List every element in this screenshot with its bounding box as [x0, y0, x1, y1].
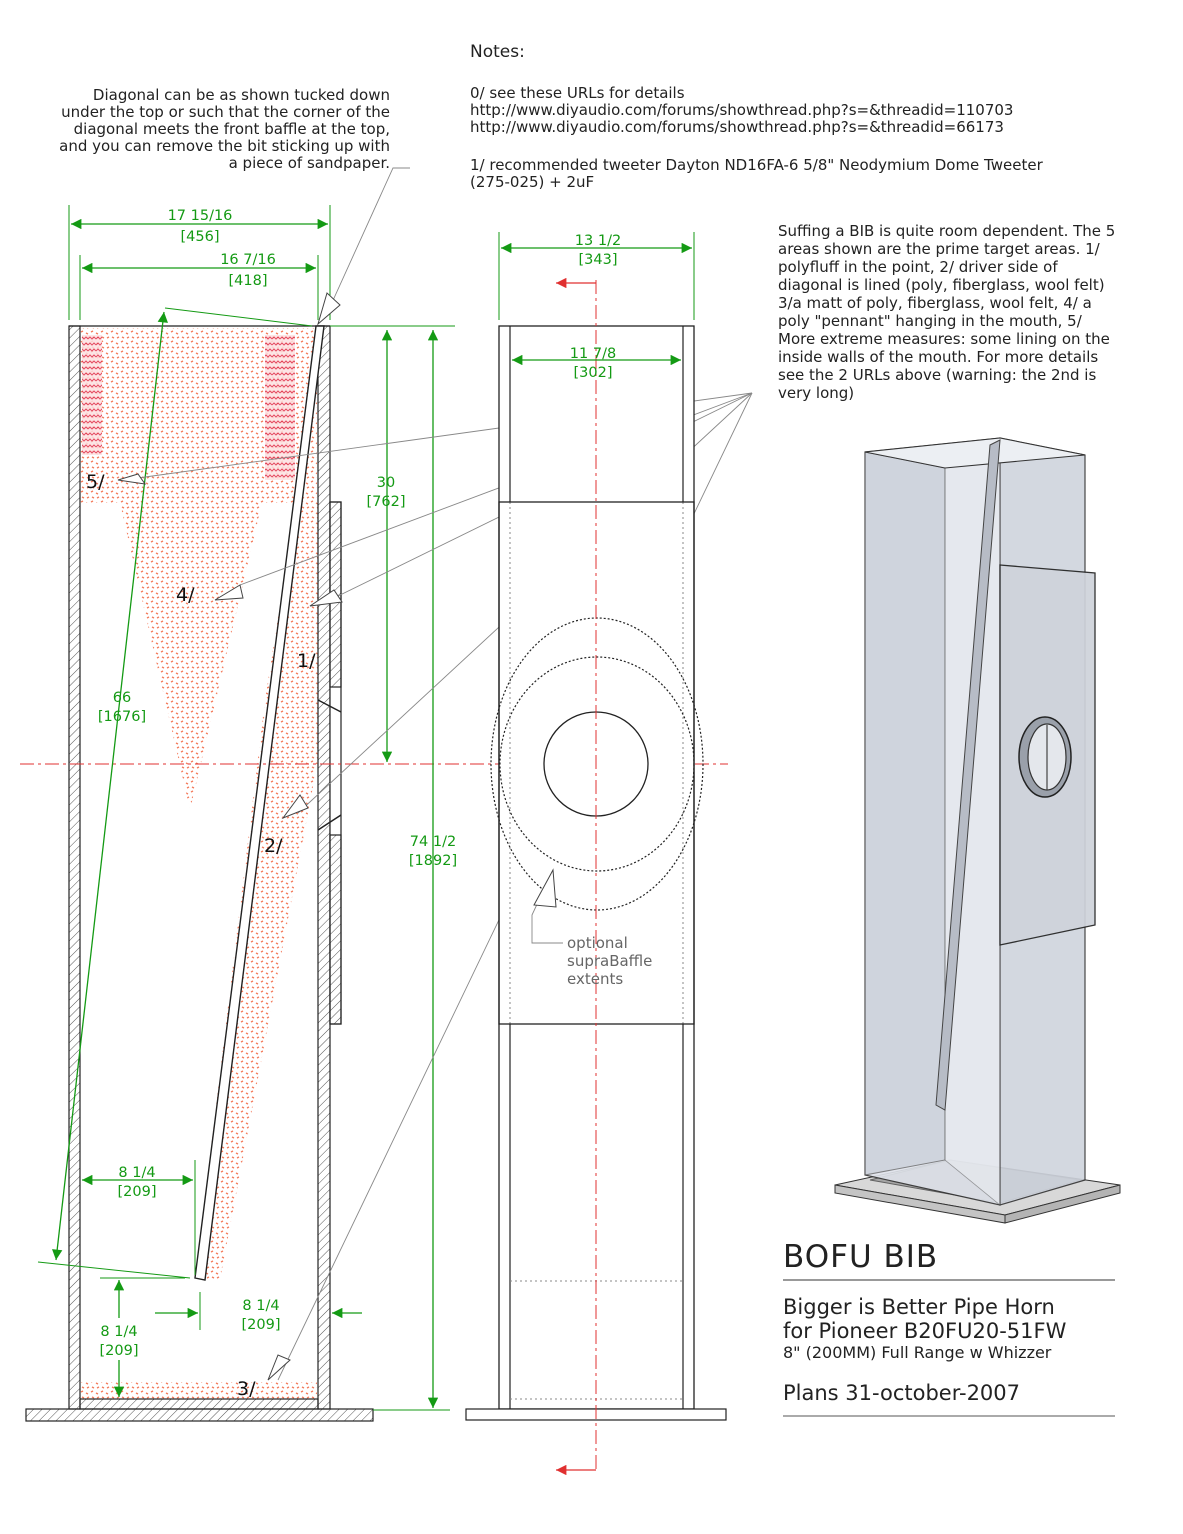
notes-line-1b: (275-025) + 2uF [470, 173, 595, 191]
notes-url-1[interactable]: http://www.diyaudio.com/forums/showthrea… [470, 101, 1014, 119]
notes-line-0: 0/ see these URLs for details [470, 84, 685, 102]
dim-diagonal-mm: [1676] [98, 709, 146, 725]
dim-driver-height: 30 [377, 475, 395, 491]
dim-inner-width-mm: [418] [229, 273, 268, 289]
dim-floor-gap-mm: [209] [100, 1343, 139, 1359]
title-subtitle-2: for Pioneer B20FU20-51FW [783, 1319, 1067, 1343]
suprabaffle-note: optional supraBaffle extents [567, 934, 657, 988]
suprabaffle-note-line-2: supraBaffle [567, 952, 652, 970]
leader-arrow-5 [117, 473, 147, 485]
title-block: BOFU BIB Bigger is Better Pipe Horn for … [783, 1237, 1115, 1417]
front-view: 13 1/2 [343] 11 7/8 [302] optional supra… [465, 232, 727, 1476]
leader-arrow-2 [281, 794, 309, 820]
dim-front-outer-width-mm: [343] [579, 252, 618, 268]
diagonal-note: Diagonal can be as shown tucked down und… [59, 86, 390, 172]
bottom-panel [79, 1398, 319, 1410]
leader-arrow-1 [309, 589, 343, 607]
dim-bottom-gap: 8 1/4 [118, 1165, 155, 1181]
notes-heading: Notes: [470, 42, 525, 62]
dim-outer-width-mm: [456] [181, 229, 220, 245]
suprabaffle-note-line-3: extents [567, 970, 623, 988]
title-subtitle-1: Bigger is Better Pipe Horn [783, 1295, 1055, 1319]
leader-arrow-4 [214, 584, 244, 601]
dim-outer-width: 17 15/16 [168, 208, 233, 224]
dim-total-height-mm: [1892] [409, 853, 457, 869]
leader-arrow-diagonal [317, 292, 341, 326]
side-view: 17 15/16 [456] 16 7/16 [418] 30 [762] 74… [20, 167, 753, 1422]
area-label-5: 5/ [86, 471, 105, 493]
dim-floor-gap: 8 1/4 [100, 1324, 137, 1340]
dim-diagonal: 66 [113, 690, 131, 706]
front-wall [317, 325, 331, 1410]
back-wall [68, 325, 81, 1410]
area-label-1: 1/ [297, 650, 316, 672]
dim-front-inner-width: 11 7/8 [570, 346, 616, 362]
dim-bottom-gap-mm: [209] [118, 1184, 157, 1200]
title-date: Plans 31-october-2007 [783, 1381, 1021, 1405]
dim-mouth-gap-mm: [209] [242, 1317, 281, 1333]
dim-front-outer-width: 13 1/2 [575, 233, 621, 249]
dim-inner-width: 16 7/16 [220, 252, 276, 268]
title-subtitle-3: 8" (200MM) Full Range w Whizzer [783, 1343, 1052, 1362]
dim-driver-height-mm: [762] [367, 494, 406, 510]
diagonal-panel [194, 325, 325, 1281]
notes-line-1a: 1/ recommended tweeter Dayton ND16FA-6 5… [470, 156, 1043, 174]
stuffing-note: Suffing a BIB is quite room dependent. T… [778, 222, 1116, 402]
plinth-side [25, 1408, 374, 1422]
cabinet-3d-render [834, 437, 1121, 1224]
leader-arrow-3 [267, 1354, 291, 1381]
area-label-4: 4/ [176, 584, 195, 606]
area-label-2: 2/ [264, 835, 283, 857]
stuffing-area-2 [195, 700, 318, 1280]
title-name: BOFU BIB [783, 1239, 939, 1275]
area-label-3: 3/ [237, 1378, 256, 1400]
notes-url-2[interactable]: http://www.diyaudio.com/forums/showthrea… [470, 118, 1004, 136]
title-rule-2 [783, 1415, 1115, 1417]
suprabaffle-extent-large [490, 617, 704, 911]
stuffing-area-3 [80, 1382, 317, 1399]
dim-mouth-gap: 8 1/4 [242, 1298, 279, 1314]
title-rule [783, 1279, 1115, 1281]
dim-total-height: 74 1/2 [410, 834, 456, 850]
suprabaffle-note-line-1: optional [567, 934, 628, 952]
suprabaffle-extent-small [499, 656, 695, 872]
dim-front-inner-width-mm: [302] [574, 365, 613, 381]
